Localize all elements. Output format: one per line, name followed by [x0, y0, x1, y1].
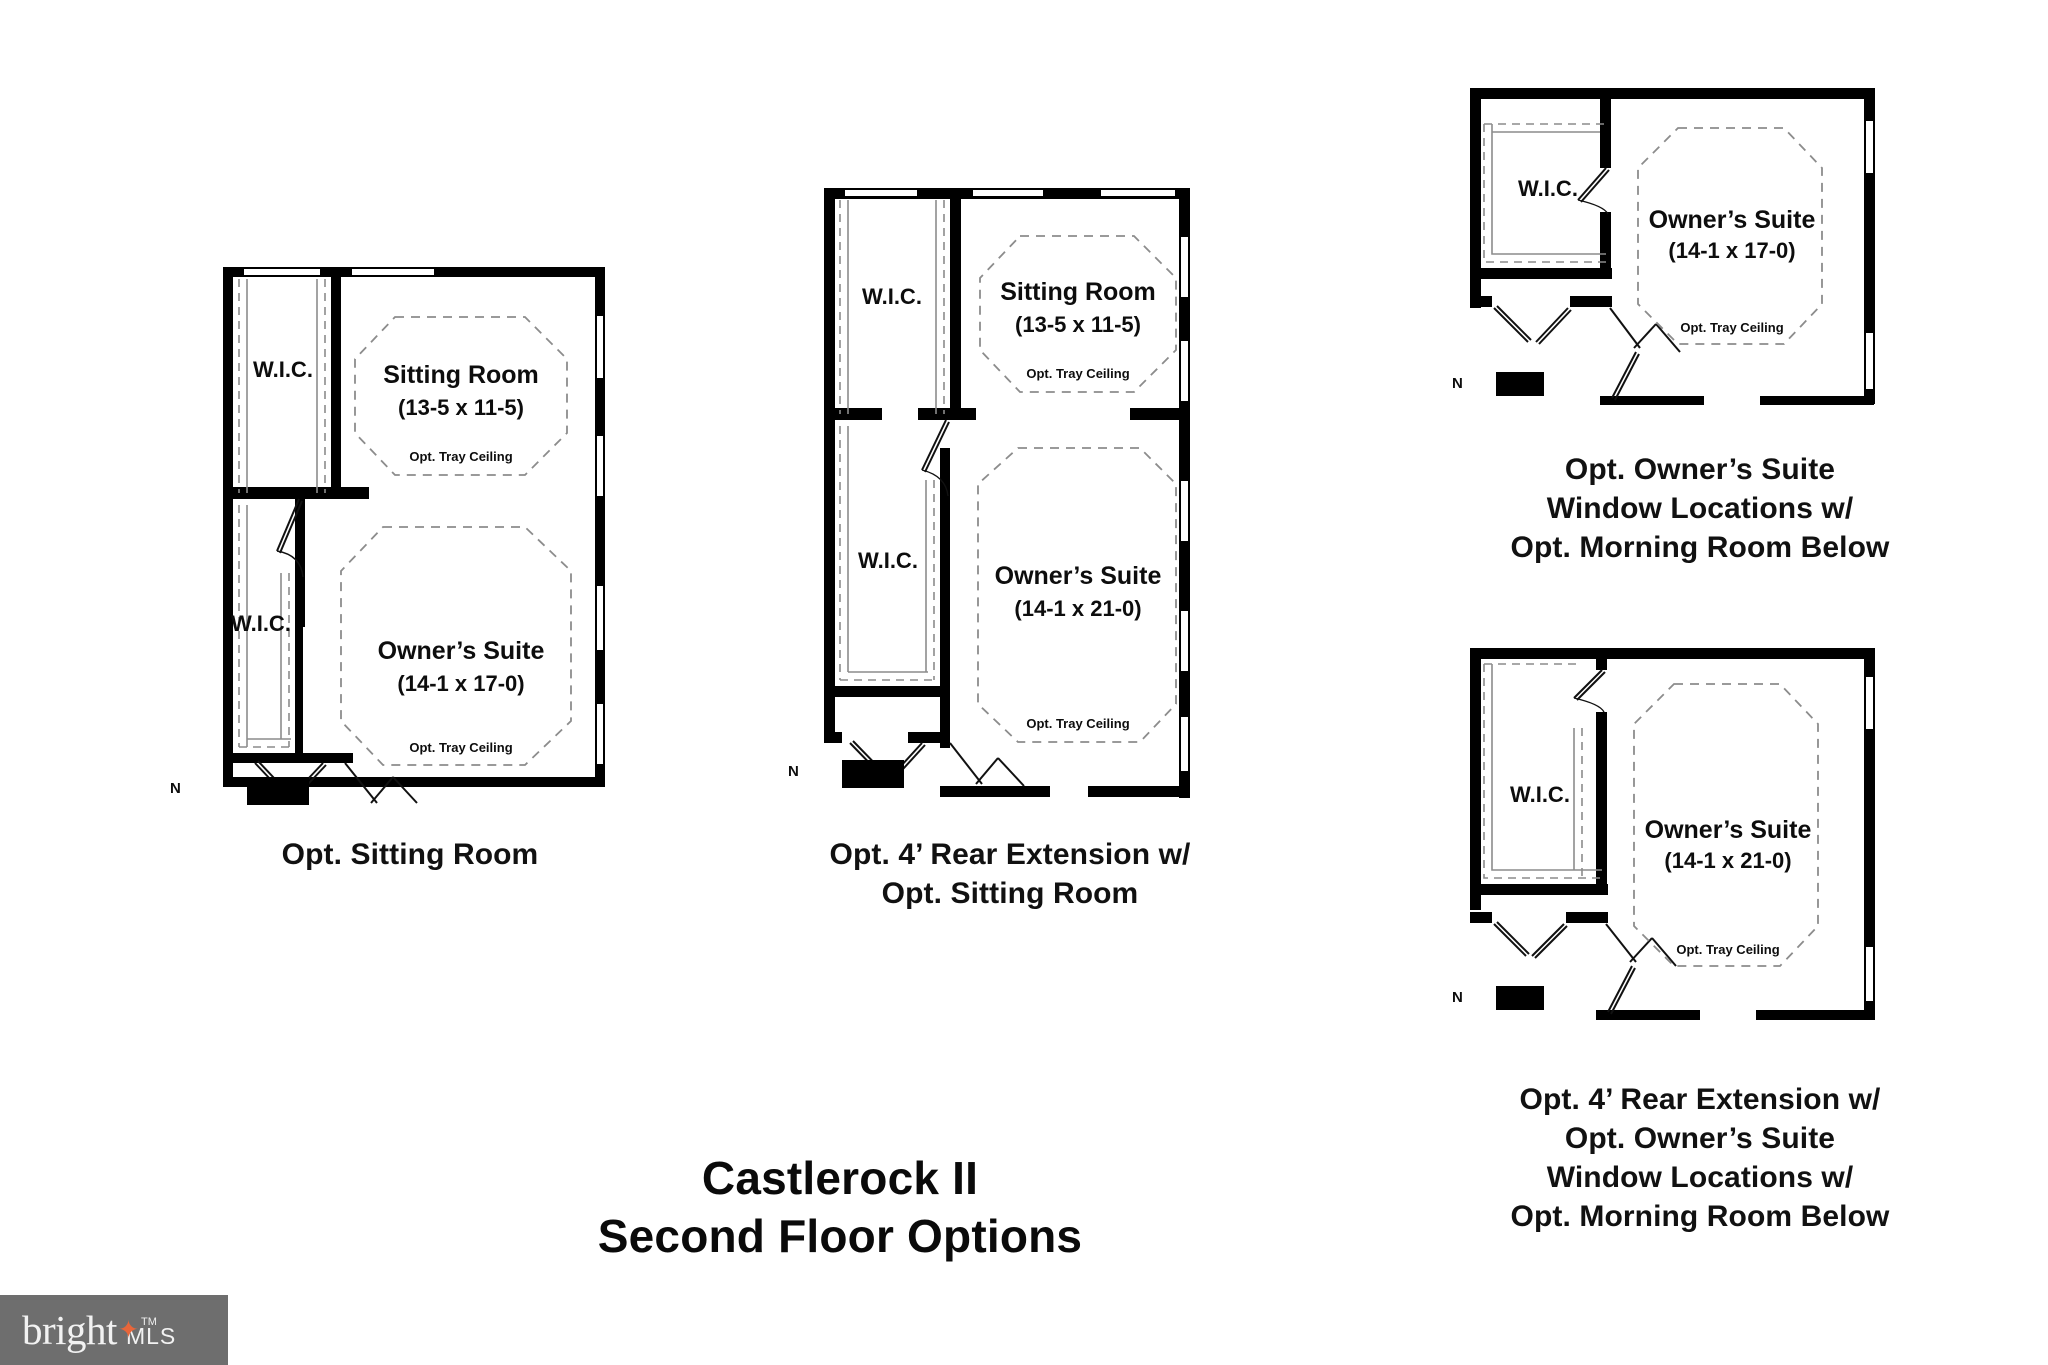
caption-plan-1: Opt. Sitting Room [160, 835, 660, 874]
plan-2-sitting-room-outline [979, 235, 1177, 393]
plan-4-owners-suite-outline [1633, 683, 1819, 967]
floor-plan-opt-rear-extension-sitting-room: W.I.C. W.I.C. Sitting Room (13-5 x 11-5)… [788, 180, 1220, 820]
room-dims-sitting-room: (13-5 x 11-5) [1015, 312, 1141, 337]
watermark-brand-text: bright [22, 1306, 117, 1353]
plan-1-drawing: W.I.C. W.I.C. Sitting Room (13-5 x 11-5)… [170, 267, 605, 805]
bright-mls-watermark: bright ✦ TM MLS [0, 1295, 228, 1365]
plan-3-windows [1864, 119, 1875, 391]
plan-4-labels: W.I.C. Owner’s Suite (14-1 x 21-0) Opt. … [1510, 782, 1811, 957]
room-label-wic: W.I.C. [1518, 176, 1578, 201]
caption-plan-3: Opt. Owner’s Suite Window Locations w/ O… [1430, 450, 1970, 567]
compass-block [1496, 986, 1544, 1010]
room-dims-owners-suite: (14-1 x 17-0) [397, 671, 524, 696]
room-dims-owners-suite: (14-1 x 21-0) [1014, 596, 1141, 621]
plan-2-windows [843, 188, 1190, 773]
star-icon: ✦ [118, 1315, 139, 1344]
page-title: Castlerock II Second Floor Options [580, 1150, 1100, 1266]
room-label-wic-2: W.I.C. [858, 548, 918, 573]
plan-2-closet-shelves [839, 200, 945, 681]
room-label-wic-2: W.I.C. [231, 611, 291, 636]
plan-2-labels: W.I.C. W.I.C. Sitting Room (13-5 x 11-5)… [858, 278, 1161, 731]
plan-4-windows [1864, 675, 1875, 1003]
plan-1-windows [242, 267, 605, 766]
room-label-wic-1: W.I.C. [862, 284, 922, 309]
plan-1-labels: W.I.C. W.I.C. Sitting Room (13-5 x 11-5)… [231, 357, 544, 755]
room-dims-owners-suite: (14-1 x 17-0) [1668, 238, 1795, 263]
compass-label-n: N [788, 763, 799, 780]
plan-3-labels: W.I.C. Owner’s Suite (14-1 x 17-0) Opt. … [1518, 176, 1815, 335]
room-dims-sitting-room: (13-5 x 11-5) [398, 395, 524, 420]
plan-2-drawing: W.I.C. W.I.C. Sitting Room (13-5 x 11-5)… [788, 188, 1190, 798]
room-label-owners-suite: Owner’s Suite [1645, 816, 1812, 844]
caption-line: Opt. Morning Room Below [1510, 531, 1890, 564]
plan-3-doors [1493, 167, 1681, 401]
plan-4-compass: N [1452, 986, 1544, 1010]
compass-label-n: N [1452, 375, 1463, 392]
compass-block [842, 760, 904, 788]
plan-4-doors [1493, 669, 1677, 1015]
caption-line: Opt. Morning Room Below [1510, 1200, 1890, 1233]
room-label-owners-suite: Owner’s Suite [378, 637, 545, 665]
floor-plan-opt-owners-suite-window-locations: W.I.C. Owner’s Suite (14-1 x 17-0) Opt. … [1452, 80, 1910, 440]
room-label-wic-1: W.I.C. [253, 357, 313, 382]
room-label-owners-suite: Owner’s Suite [1649, 206, 1816, 234]
plan-2-doors [849, 419, 1025, 787]
plan-3-drawing: W.I.C. Owner’s Suite (14-1 x 17-0) Opt. … [1452, 88, 1875, 405]
room-note-sitting-room: Opt. Tray Ceiling [409, 449, 512, 464]
plan-4-walls [1470, 648, 1875, 1020]
room-note-sitting-room: Opt. Tray Ceiling [1026, 366, 1129, 381]
caption-line: Opt. Owner’s Suite [1564, 1122, 1836, 1155]
floor-plan-opt-sitting-room: W.I.C. W.I.C. Sitting Room (13-5 x 11-5)… [170, 255, 635, 815]
room-note-owners-suite: Opt. Tray Ceiling [1676, 942, 1779, 957]
caption-line: Opt. Sitting Room [281, 838, 539, 871]
caption-plan-2: Opt. 4’ Rear Extension w/ Opt. Sitting R… [760, 835, 1260, 913]
plan-3-walls [1470, 88, 1875, 405]
compass-label-n: N [1452, 989, 1463, 1006]
caption-line: Opt. Sitting Room [881, 877, 1139, 910]
plan-1-sitting-room-outline [354, 316, 568, 476]
room-note-owners-suite: Opt. Tray Ceiling [1026, 716, 1129, 731]
plan-3-owners-suite-outline [1637, 127, 1823, 345]
compass-block [247, 777, 309, 805]
caption-line: Window Locations w/ [1546, 492, 1854, 525]
plan-2-owners-suite-outline [977, 447, 1177, 743]
room-label-owners-suite: Owner’s Suite [995, 562, 1162, 590]
caption-plan-4: Opt. 4’ Rear Extension w/ Opt. Owner’s S… [1420, 1080, 1980, 1236]
caption-line: Opt. 4’ Rear Extension w/ [829, 838, 1191, 871]
compass-block [1496, 372, 1544, 396]
caption-line: Window Locations w/ [1546, 1161, 1854, 1194]
floor-plan-opt-rear-extension-window-locations: W.I.C. Owner’s Suite (14-1 x 21-0) Opt. … [1452, 640, 1910, 1060]
room-note-owners-suite: Opt. Tray Ceiling [409, 740, 512, 755]
room-note-owners-suite: Opt. Tray Ceiling [1680, 320, 1783, 335]
room-label-sitting-room: Sitting Room [383, 361, 539, 389]
plan-4-drawing: W.I.C. Owner’s Suite (14-1 x 21-0) Opt. … [1452, 648, 1875, 1020]
title-line-plan-name: Castlerock II [701, 1152, 979, 1204]
plan-2-compass: N [788, 760, 904, 788]
trademark-symbol: TM [141, 1315, 157, 1328]
room-label-wic: W.I.C. [1510, 782, 1570, 807]
plan-3-closet-shelves [1483, 123, 1606, 263]
caption-line: Opt. 4’ Rear Extension w/ [1519, 1083, 1881, 1116]
plan-1-owners-suite-outline [340, 526, 572, 766]
room-label-sitting-room: Sitting Room [1000, 278, 1156, 306]
title-line-sheet-name: Second Floor Options [597, 1209, 1083, 1262]
plan-1-closet-shelves [238, 279, 326, 748]
plan-3-compass: N [1452, 372, 1544, 396]
plan-1-compass: N [170, 777, 309, 805]
caption-line: Opt. Owner’s Suite [1564, 453, 1836, 486]
room-dims-owners-suite: (14-1 x 21-0) [1664, 848, 1791, 873]
plan-4-closet-shelves [1483, 663, 1602, 879]
watermark-mls-text: MLS [125, 1322, 177, 1349]
compass-label-n: N [170, 780, 181, 797]
